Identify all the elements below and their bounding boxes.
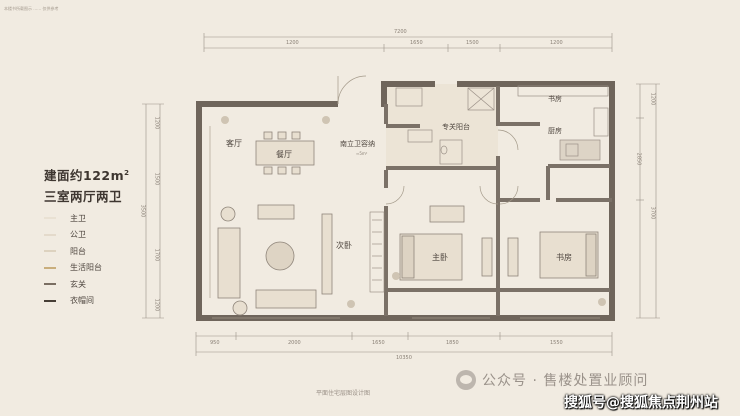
dim-top-total: 7200 — [394, 29, 407, 35]
dim-top-2: 1650 — [410, 40, 423, 46]
dim-bottom-5: 1550 — [550, 340, 563, 346]
decor-plants — [221, 116, 606, 308]
dim-bottom-total: 10350 — [396, 355, 412, 361]
legend-swatch — [44, 250, 56, 253]
legend: 主卫公卫阳台生活阳台玄关衣帽间 — [44, 210, 102, 309]
room-kitchen: 厨房 — [548, 127, 562, 135]
legend-label: 玄关 — [70, 279, 86, 289]
legend-label: 主卫 — [70, 213, 86, 223]
area-info: 建面约122m2 三室两厅两卫 — [44, 165, 156, 205]
legend-swatch — [44, 217, 56, 220]
room-bath: 南立卫容纳 — [340, 140, 375, 148]
dim-bottom-4: 1850 — [446, 340, 459, 346]
legend-label: 生活阳台 — [70, 263, 102, 273]
dim-bottom-3: 1650 — [372, 340, 385, 346]
dimension-lines-left — [142, 103, 164, 319]
layout-label: 三室两厅两卫 — [44, 189, 123, 204]
door-swings — [337, 75, 519, 205]
legend-item: 公卫 — [44, 227, 102, 244]
plan-caption: 平面住宅层图设计图 — [316, 390, 371, 397]
wardrobe — [369, 211, 385, 293]
watermark: 公众号 · 售楼处置业顾问 — [456, 370, 648, 390]
bath-fixtures — [395, 87, 463, 165]
legend-label: 阳台 — [70, 246, 86, 256]
dim-bottom-2: 2000 — [288, 340, 301, 346]
legend-swatch — [44, 283, 56, 286]
legend-item: 玄关 — [44, 276, 102, 293]
dim-left-1: 1200 — [153, 116, 160, 130]
dimension-lines-top — [203, 33, 613, 52]
dimension-lines-bottom — [195, 332, 613, 356]
room-study: 书房 — [556, 253, 572, 262]
legend-item: 阳台 — [44, 243, 102, 260]
dim-top-3: 1500 — [466, 40, 479, 46]
source-watermark: 搜狐号@搜狐焦点荆州站 — [564, 395, 718, 411]
dim-right-1: 1200 — [649, 92, 656, 106]
room-balcony: 专关阳台 — [442, 123, 470, 131]
header-fine-print: 本楼书所载图示 …… 仅供参考 — [4, 6, 59, 11]
dim-right-3: 3700 — [649, 206, 656, 220]
dim-top-1: 1200 — [286, 40, 299, 46]
area-title-sup: 2 — [124, 168, 130, 177]
dimension-lines-right — [636, 83, 660, 319]
room-dining: 餐厅 — [276, 150, 292, 159]
legend-item: 衣帽间 — [44, 293, 102, 310]
dining-set — [255, 131, 315, 175]
dim-top-4: 1200 — [550, 40, 563, 46]
watermark-text: 公众号 · 售楼处置业顾问 — [482, 373, 649, 389]
wechat-icon — [456, 370, 476, 390]
beds — [399, 205, 599, 281]
dim-left-3: 3500 — [139, 204, 146, 218]
room-living: 客厅 — [226, 139, 242, 148]
room-second-bed: 次卧 — [336, 241, 352, 250]
dim-bottom-1: 950 — [210, 340, 220, 346]
living-furniture — [209, 126, 333, 316]
dim-right-2: 2850 — [635, 152, 642, 166]
room-bath-sub: ≈5m² — [356, 151, 368, 156]
kitchen-fixtures — [467, 85, 609, 161]
dim-left-5: 1200 — [153, 298, 160, 312]
legend-label: 衣帽间 — [70, 296, 94, 306]
legend-label: 公卫 — [70, 230, 86, 240]
area-title-text: 建面约122m — [44, 168, 125, 183]
legend-item: 生活阳台 — [44, 260, 102, 277]
room-study-top: 书房 — [548, 95, 562, 103]
legend-swatch — [44, 299, 56, 302]
interior-walls — [384, 86, 612, 316]
dim-left-4: 1700 — [153, 248, 160, 262]
legend-swatch — [44, 233, 56, 236]
room-master-bed: 主卧 — [432, 253, 448, 262]
legend-item: 主卫 — [44, 210, 102, 227]
legend-swatch — [44, 266, 56, 269]
area-title: 建面约122m2 — [44, 165, 156, 184]
